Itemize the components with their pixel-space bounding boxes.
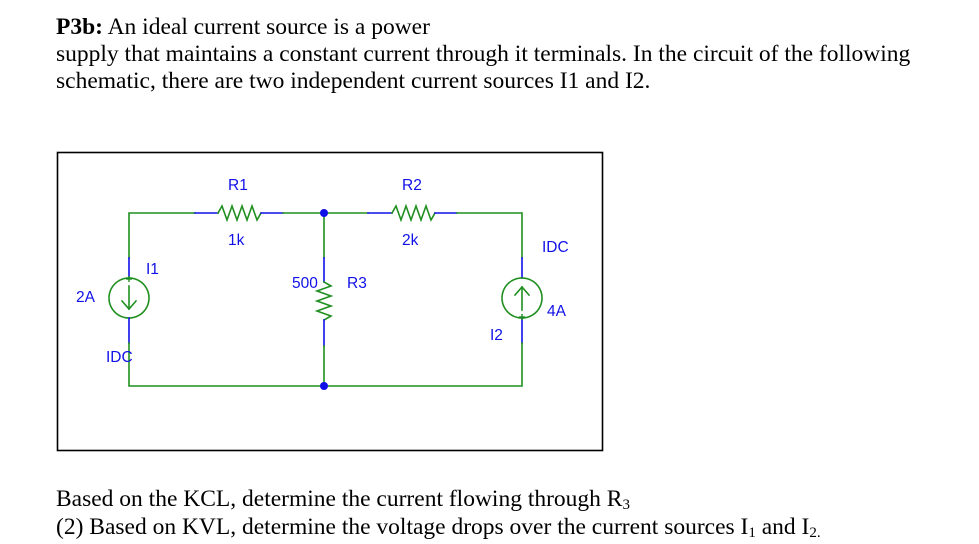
r3-resistor-symbol bbox=[314, 280, 334, 322]
r1-resistor-symbol bbox=[216, 203, 263, 223]
question-2-subscript-2: 2. bbox=[809, 525, 821, 541]
wire-top-right bbox=[456, 212, 523, 259]
questions: Based on the KCL, determine the current … bbox=[56, 485, 966, 541]
r3-value-label: 500 bbox=[292, 275, 318, 292]
problem-label: P3b: bbox=[56, 14, 103, 40]
r2-name-label: R2 bbox=[402, 177, 422, 194]
junction-node-top bbox=[320, 209, 328, 217]
i2-name-label: I2 bbox=[490, 327, 503, 344]
question-2-subscript-1: 1 bbox=[748, 525, 756, 541]
question-1-subscript: 3 bbox=[622, 497, 630, 513]
intro-line-3: schematic, there are two independent cur… bbox=[56, 68, 651, 94]
intro-line-2: supply that maintains a constant current… bbox=[56, 41, 911, 67]
i2-value-label: 4A bbox=[547, 303, 567, 320]
i1-name-label: I1 bbox=[146, 261, 159, 278]
problem-statement: P3b: An ideal current source is a power … bbox=[56, 14, 956, 95]
question-2: (2) Based on KVL, determine the voltage … bbox=[56, 513, 966, 541]
r3-name-label: R3 bbox=[347, 275, 367, 292]
i1-value-label: 2A bbox=[76, 289, 96, 306]
wire-bottom-left bbox=[128, 342, 325, 387]
r2-value-label: 2k bbox=[402, 232, 419, 249]
junction-node-bottom bbox=[320, 382, 328, 390]
question-1-text: Based on the KCL, determine the current … bbox=[56, 486, 623, 512]
question-1: Based on the KCL, determine the current … bbox=[56, 485, 966, 513]
intro-line-1: P3b: An ideal current source is a power bbox=[56, 14, 956, 41]
i2-type-label: IDC bbox=[542, 239, 569, 256]
i1-type-label: IDC bbox=[106, 349, 133, 366]
question-2-mid: and I bbox=[755, 514, 810, 540]
wire-top-left bbox=[128, 212, 196, 259]
i1-arrow-head bbox=[120, 299, 138, 311]
r1-name-label: R1 bbox=[228, 177, 248, 194]
i2-arrow-head bbox=[513, 285, 531, 297]
question-2-text: (2) Based on KVL, determine the voltage … bbox=[56, 514, 749, 540]
intro-text-1: An ideal current source is a power bbox=[103, 14, 430, 40]
r1-value-label: 1k bbox=[228, 232, 245, 249]
wire-bottom-right bbox=[323, 342, 523, 387]
r2-resistor-symbol bbox=[390, 203, 437, 223]
schematic-frame bbox=[56, 151, 604, 452]
